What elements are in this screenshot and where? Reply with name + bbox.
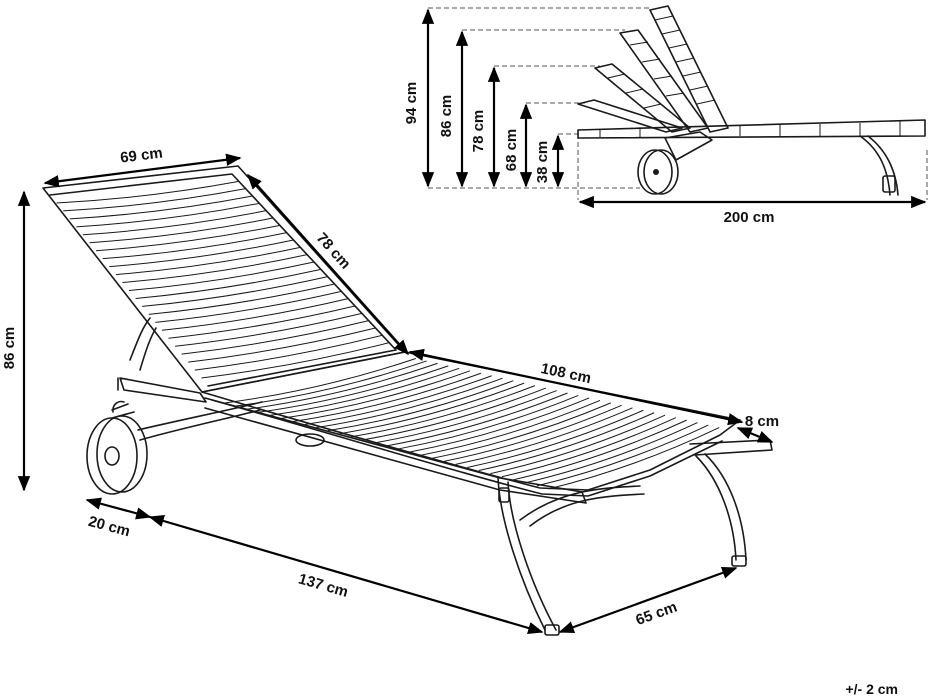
frame-length-label: 137 cm — [296, 570, 350, 600]
tolerance-note: +/- 2 cm — [845, 681, 898, 697]
main-view: 69 cm 78 cm 108 cm 8 cm 86 cm 20 cm 137 … — [1, 145, 779, 636]
seat-length-label: 108 cm — [539, 360, 592, 387]
height-guide-lines — [428, 7, 928, 200]
height-label-94: 94 cm — [403, 82, 420, 125]
backrest-slats — [607, 15, 716, 109]
frame-margin-label: 8 cm — [745, 413, 779, 430]
slat — [161, 298, 349, 331]
slat — [102, 232, 287, 260]
slat — [223, 357, 416, 404]
backrest-positions — [577, 5, 729, 133]
slat — [76, 202, 260, 228]
front-legs — [497, 453, 747, 636]
height-dimensions — [421, 8, 565, 188]
slat — [536, 424, 709, 487]
slat — [63, 188, 246, 212]
slat — [168, 305, 356, 339]
slat — [467, 409, 644, 468]
slat — [69, 195, 253, 220]
backrest-width-label: 69 cm — [119, 145, 163, 167]
height-label-68: 68 cm — [503, 129, 520, 172]
frame — [117, 317, 773, 504]
slat — [490, 414, 666, 475]
slat — [501, 417, 677, 478]
slat — [293, 372, 482, 422]
height-label-78: 78 cm — [470, 110, 487, 153]
slat — [56, 180, 239, 204]
frame-side — [664, 131, 899, 196]
side-view: 94 cm 86 cm 78 cm 68 cm 38 cm 200 cm — [403, 5, 928, 226]
backrest-length-label: 78 cm — [313, 229, 354, 272]
slat — [513, 419, 687, 481]
slat — [96, 224, 280, 252]
total-height-label: 86 cm — [1, 327, 18, 370]
slat — [548, 427, 720, 490]
slat — [525, 422, 698, 484]
height-label-86: 86 cm — [438, 95, 455, 138]
wheel — [86, 400, 148, 495]
wheel-side — [637, 149, 679, 195]
height-label-38: 38 cm — [534, 141, 551, 184]
slat — [82, 210, 267, 236]
seat-side — [577, 119, 926, 139]
slat — [89, 217, 274, 244]
seat — [201, 351, 741, 497]
slat — [478, 412, 655, 472]
wheel-offset-label: 20 cm — [86, 513, 131, 540]
slat — [281, 370, 471, 419]
length-label: 200 cm — [724, 209, 775, 226]
main-dimensions — [17, 153, 774, 635]
